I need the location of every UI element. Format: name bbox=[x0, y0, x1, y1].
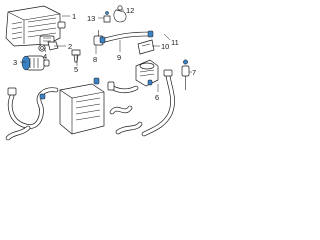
lower-center-hoses bbox=[107, 81, 143, 135]
callout-3: 3 bbox=[13, 58, 17, 67]
sensor bbox=[181, 59, 190, 90]
callout-13: 13 bbox=[87, 14, 95, 23]
grommet bbox=[38, 44, 46, 52]
hose-bracket bbox=[137, 39, 155, 55]
callout-7: 7 bbox=[192, 68, 196, 77]
callout-8: 8 bbox=[93, 55, 97, 64]
callout-5: 5 bbox=[74, 65, 78, 74]
callout-2: 2 bbox=[68, 42, 72, 51]
callout-10: 10 bbox=[161, 42, 169, 51]
callout-1: 1 bbox=[72, 12, 76, 21]
parts-diagram: 1 2 3 4 5 6 7 8 9 10 11 12 13 bbox=[5, 5, 196, 141]
lower-vent-hose bbox=[5, 87, 59, 141]
right-return-hose bbox=[141, 69, 175, 137]
callout-12: 12 bbox=[126, 6, 134, 15]
vapor-hose bbox=[99, 30, 154, 44]
purge-valve bbox=[21, 55, 50, 71]
canister-bracket bbox=[47, 41, 59, 51]
charcoal-canister bbox=[5, 5, 66, 47]
callout-9: 9 bbox=[117, 53, 121, 62]
callout-11: 11 bbox=[171, 38, 179, 47]
bolt bbox=[71, 49, 81, 63]
wire-clip bbox=[103, 5, 127, 23]
leader-lines bbox=[20, 9, 192, 92]
vacuum-actuator bbox=[135, 59, 159, 87]
egr-cooler bbox=[59, 77, 105, 135]
callout-6: 6 bbox=[155, 93, 159, 102]
callout-4: 4 bbox=[43, 52, 47, 61]
